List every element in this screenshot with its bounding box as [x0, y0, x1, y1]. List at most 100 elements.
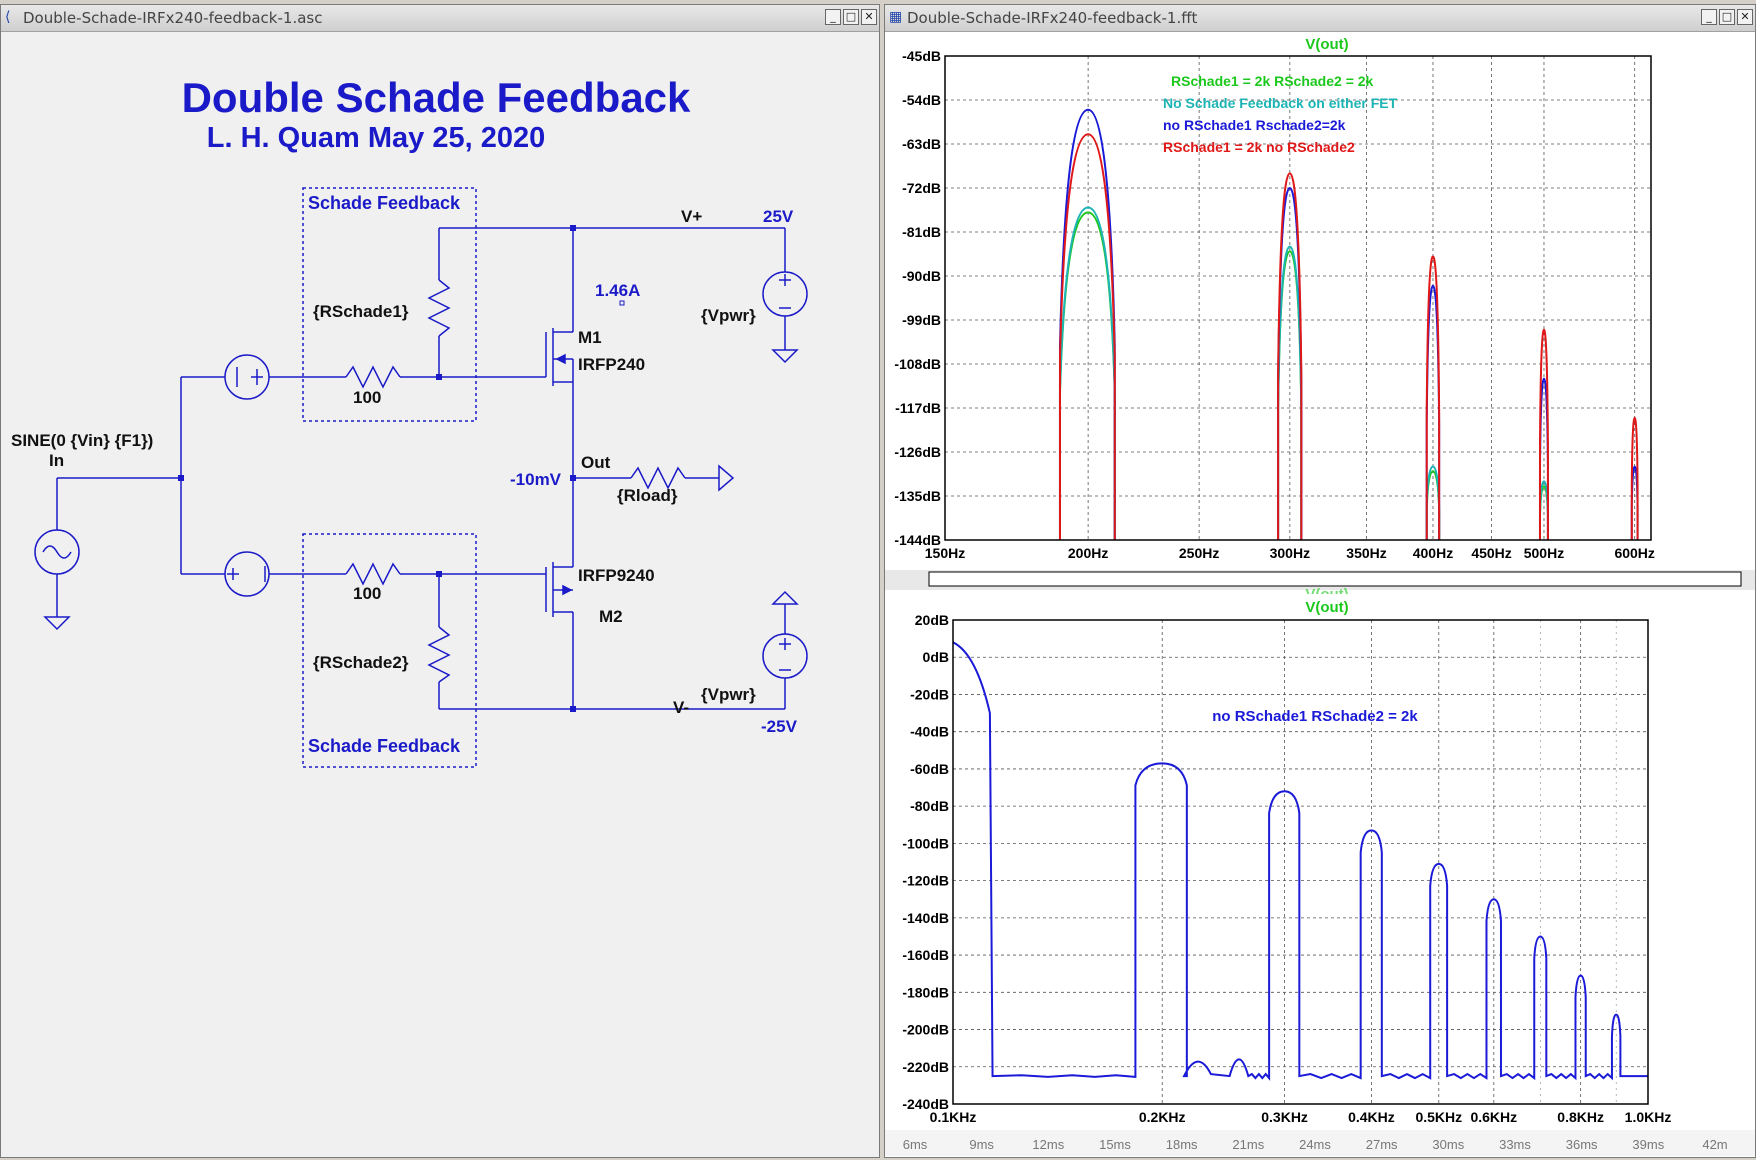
current-readout: 1.46A: [595, 281, 640, 300]
top-plot-frame: [944, 55, 1652, 541]
time-tick: 39ms: [1632, 1137, 1664, 1152]
minimize-button[interactable]: _: [1701, 9, 1717, 25]
top-series-peak: [1630, 416, 1639, 540]
top-series-peak: [1058, 206, 1116, 540]
plot-separator: [928, 571, 1742, 587]
bottom-y-tick: -80dB: [910, 798, 949, 814]
vpwr-bottom-label: {Vpwr}: [701, 685, 756, 704]
author-line: L. H. Quam May 25, 2020: [207, 122, 545, 154]
schematic-title: Double-Schade-IRFx240-feedback-1.asc: [23, 9, 323, 27]
schade-label-bottom: Schade Feedback: [308, 736, 461, 756]
top-trace-title[interactable]: V(out): [1305, 36, 1348, 53]
top-legend-entry: No Schade Feedback on either FET: [1163, 95, 1398, 111]
time-tick: 12ms: [1032, 1137, 1064, 1152]
resistor-bottom-label: 100: [353, 584, 381, 603]
time-tick: 27ms: [1366, 1137, 1398, 1152]
bottom-y-tick: -220dB: [902, 1059, 949, 1075]
vminus-label: V-: [673, 698, 689, 717]
vpwr-top-label: {Vpwr}: [701, 306, 756, 325]
top-x-tick: 150Hz: [925, 545, 965, 561]
top-y-tick: -126dB: [894, 444, 941, 460]
top-series-peak: [1425, 255, 1441, 540]
top-series-peak: [1538, 328, 1549, 540]
top-x-tick: 600Hz: [1614, 545, 1654, 561]
top-y-tick: -144dB: [894, 532, 941, 548]
time-tick: 18ms: [1166, 1137, 1198, 1152]
bottom-y-tick: -120dB: [902, 873, 949, 889]
top-x-tick: 400Hz: [1413, 545, 1453, 561]
top-y-tick: -99dB: [902, 312, 941, 328]
in-label: In: [49, 451, 64, 470]
maximize-button[interactable]: □: [1719, 9, 1735, 25]
ltspice-icon: ⟨: [5, 9, 11, 25]
fft-window[interactable]: ▦ Double-Schade-IRFx240-feedback-1.fft _…: [884, 4, 1756, 1158]
top-y-tick: -72dB: [902, 180, 941, 196]
top-y-tick: -45dB: [902, 48, 941, 64]
time-tick: 24ms: [1299, 1137, 1331, 1152]
fft-canvas[interactable]: V(out) -45dB-54dB-63dB-72dB-81dB-90dB-99…: [885, 32, 1755, 1157]
bottom-y-tick: -140dB: [902, 910, 949, 926]
rload-label: {Rload}: [617, 486, 678, 505]
out-label: Out: [581, 453, 611, 472]
top-series-peak: [1058, 108, 1116, 540]
resistor-top-label: 100: [353, 388, 381, 407]
vneg25-label: -25V: [761, 717, 798, 736]
bottom-y-tick: 20dB: [915, 612, 949, 628]
time-tick: 9ms: [969, 1137, 994, 1152]
time-tick: 42m: [1702, 1137, 1727, 1152]
bottom-y-tick: -180dB: [902, 984, 949, 1000]
m2-label: M2: [599, 607, 623, 626]
bottom-series-line: [952, 641, 1648, 1081]
close-button[interactable]: ✕: [861, 9, 877, 25]
schematic-window[interactable]: ⟨ Double-Schade-IRFx240-feedback-1.asc _…: [0, 4, 880, 1158]
bottom-y-tick: -40dB: [910, 724, 949, 740]
m2-part-label: IRFP9240: [578, 566, 655, 585]
m1-label: M1: [578, 328, 602, 347]
time-tick: 15ms: [1099, 1137, 1131, 1152]
schematic-canvas[interactable]: Double Schade Feedback L. H. Quam May 25…: [1, 32, 879, 1157]
bottom-y-tick: -200dB: [902, 1022, 949, 1038]
top-x-tick: 200Hz: [1068, 545, 1108, 561]
fft-title: Double-Schade-IRFx240-feedback-1.fft: [907, 9, 1198, 27]
bottom-y-tick: -60dB: [910, 761, 949, 777]
fft-titlebar[interactable]: ▦ Double-Schade-IRFx240-feedback-1.fft _…: [885, 5, 1755, 32]
top-series-peak: [1277, 172, 1303, 540]
waveform-icon: ▦: [889, 9, 903, 25]
top-series-peak: [1058, 133, 1116, 540]
fft-plots: V(out) -45dB-54dB-63dB-72dB-81dB-90dB-99…: [885, 32, 1755, 1156]
bottom-x-tick: 0.2KHz: [1139, 1109, 1186, 1125]
bottom-y-tick: -240dB: [902, 1096, 949, 1112]
top-x-tick: 450Hz: [1471, 545, 1511, 561]
m1-part-label: IRFP240: [578, 355, 645, 374]
bottom-x-tick: 0.8KHz: [1557, 1109, 1604, 1125]
top-y-tick: -117dB: [895, 400, 941, 416]
minimize-button[interactable]: _: [825, 9, 841, 25]
time-tick: 6ms: [903, 1137, 928, 1152]
top-y-tick: -63dB: [902, 136, 941, 152]
schade-box-top: [302, 187, 477, 422]
bottom-trace-title[interactable]: V(out): [1305, 599, 1348, 616]
top-y-tick: -108dB: [894, 356, 941, 372]
bottom-x-tick: 1.0KHz: [1625, 1109, 1672, 1125]
top-legend-entry: no RSchade1 Rschade2=2k: [1163, 117, 1346, 133]
top-x-tick: 500Hz: [1524, 545, 1564, 561]
schematic-titlebar[interactable]: ⟨ Double-Schade-IRFx240-feedback-1.asc _…: [1, 5, 879, 32]
rschade2-label: {RSchade2}: [313, 653, 409, 672]
vplus-label: V+: [681, 207, 702, 226]
rschade1-label: {RSchade1}: [313, 302, 409, 321]
top-legend-entry: RSchade1 = 2k no RSchade2: [1163, 139, 1355, 155]
time-tick: 33ms: [1499, 1137, 1531, 1152]
bottom-y-tick: -100dB: [902, 835, 949, 851]
close-button[interactable]: ✕: [1737, 9, 1753, 25]
time-tick: 21ms: [1232, 1137, 1264, 1152]
bottom-y-tick: 0dB: [923, 649, 949, 665]
top-x-tick: 300Hz: [1270, 545, 1310, 561]
v25-label: 25V: [763, 207, 794, 226]
bottom-x-tick: 0.3KHz: [1261, 1109, 1308, 1125]
top-x-tick: 250Hz: [1179, 545, 1219, 561]
time-axis-strip: [885, 1130, 1755, 1156]
maximize-button[interactable]: □: [843, 9, 859, 25]
schade-box-bottom: [302, 533, 477, 768]
out-voltage-readout: -10mV: [510, 470, 562, 489]
schematic-heading: Double Schade Feedback: [182, 74, 691, 121]
